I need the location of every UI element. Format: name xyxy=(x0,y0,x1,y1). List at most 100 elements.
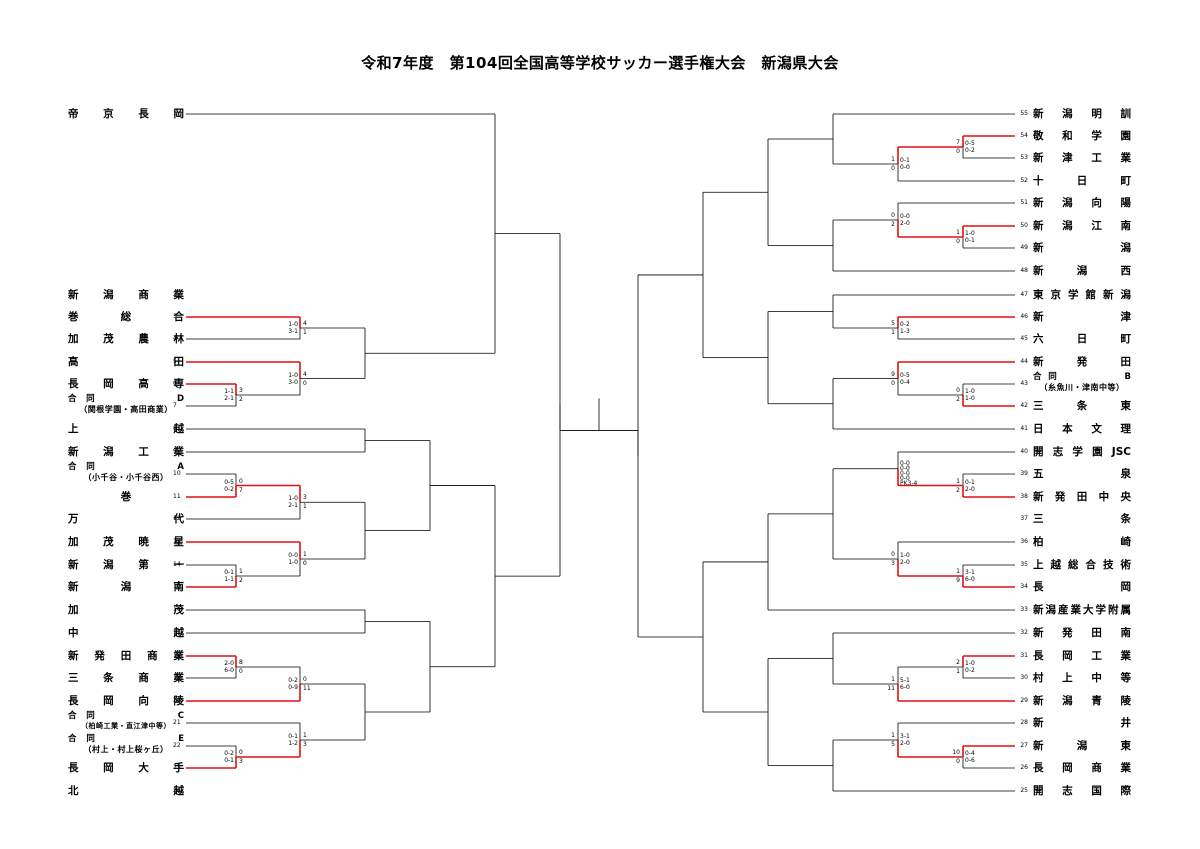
team-seed-number: 13 xyxy=(173,538,181,545)
match-score-total: 1 xyxy=(891,329,895,336)
team-name: 新津工業 xyxy=(1033,152,1131,164)
match-score-detail: 2-0 xyxy=(965,485,975,493)
team-seed-number: 47 xyxy=(1020,291,1028,298)
match-score-detail: 1-1 xyxy=(224,576,234,583)
match-score-total: 2 xyxy=(956,486,960,494)
team-seed-number: 1 xyxy=(173,110,177,117)
match-score-total: 1 xyxy=(303,329,307,336)
team-name: 高田 xyxy=(68,356,184,368)
team-name: 新潟青陵 xyxy=(1033,695,1131,707)
team-seed-number: 32 xyxy=(1020,629,1028,636)
team-seed-number: 9 xyxy=(173,448,177,455)
team-name: 上越総合技術 xyxy=(1033,559,1131,571)
team-seed-number: 53 xyxy=(1020,154,1028,161)
team-seed-number: 14 xyxy=(173,561,181,568)
team-name-members: （村上・村上桜ヶ丘） xyxy=(83,745,169,754)
match-score-total: 2 xyxy=(956,659,960,666)
team-seed-number: 17 xyxy=(173,629,181,636)
team-seed-number: 5 xyxy=(173,358,177,365)
match-score-detail: 0-2 xyxy=(224,750,234,757)
team-name: 合同 A（小千谷・小千谷西） xyxy=(68,462,184,484)
match-score-total: 0 xyxy=(303,560,307,567)
team-name: 長岡高専 xyxy=(68,378,184,390)
match-score-detail: 0-1 xyxy=(965,237,975,244)
match-score-detail: 3-1 xyxy=(965,569,975,576)
team-name: 十日町 xyxy=(1033,175,1131,187)
team-seed-number: 49 xyxy=(1020,244,1028,251)
team-name: 六日町 xyxy=(1033,333,1131,345)
team-seed-number: 40 xyxy=(1020,448,1028,455)
team-name: 加茂 xyxy=(68,604,184,616)
match-score-total: 0 xyxy=(956,758,960,765)
team-name: 新潟第一 xyxy=(68,559,184,571)
team-name: 新潟商業 xyxy=(68,289,184,301)
match-score-total: 0 xyxy=(303,379,307,387)
match-score-detail: 0-2 xyxy=(224,485,234,493)
team-seed-number: 3 xyxy=(173,313,177,320)
team-name: 新津 xyxy=(1033,311,1131,323)
team-name: 加茂農林 xyxy=(68,333,184,345)
team-name-members: （小千谷・小千谷西） xyxy=(83,473,169,482)
match-score-detail: 6-0 xyxy=(965,576,975,583)
team-seed-number: 28 xyxy=(1020,719,1028,726)
team-name: 開志国際 xyxy=(1033,785,1131,797)
team-name: 万代 xyxy=(68,513,184,525)
team-seed-number: 50 xyxy=(1020,222,1028,229)
team-name: 合同 C（柏崎工業・直江津中等） xyxy=(68,711,184,733)
team-name: 新井 xyxy=(1033,717,1131,729)
match-score-total: 4 xyxy=(303,320,307,327)
match-score-detail: PK3-4 xyxy=(900,479,918,487)
match-score-total: 0 xyxy=(891,165,895,172)
team-name: 新潟明訓 xyxy=(1033,108,1131,120)
match-score-detail: 0-2 xyxy=(965,147,975,154)
match-score-detail: 5-1 xyxy=(900,677,910,684)
match-score-total: 3 xyxy=(303,494,307,502)
team-seed-number: 15 xyxy=(173,583,181,590)
page-title: 令和7年度 第104回全国高等学校サッカー選手権大会 新潟県大会 xyxy=(361,54,839,72)
team-seed-number: 36 xyxy=(1020,538,1028,545)
match-score-total: 3 xyxy=(239,387,243,394)
team-seed-number: 24 xyxy=(173,787,181,794)
team-name: 三条商業 xyxy=(68,672,184,684)
team-seed-number: 19 xyxy=(173,674,181,681)
match-score-total: 1 xyxy=(303,503,307,511)
match-score-detail: 2-0 xyxy=(900,220,910,227)
team-name: 開志学園JSC xyxy=(1033,446,1131,458)
match-score-detail: 1-0 xyxy=(900,552,910,559)
team-seed-number: 27 xyxy=(1020,742,1028,749)
match-score-total: 0 xyxy=(891,379,895,387)
match-score-total: 1 xyxy=(956,668,960,675)
match-score-total: 2 xyxy=(239,396,243,403)
team-seed-number: 45 xyxy=(1020,335,1028,342)
team-seed-number: 43 xyxy=(1020,380,1028,387)
match-score-total: 0 xyxy=(956,387,960,394)
match-score-detail: 0-0 xyxy=(900,459,910,467)
team-name: 新潟南 xyxy=(68,581,184,593)
team-name: 合同 B（糸魚川・津南中等） xyxy=(1033,372,1131,394)
team-name: 新発田中央 xyxy=(1033,491,1131,503)
match-score-total: 2 xyxy=(239,577,243,584)
match-score-total: 11 xyxy=(887,685,895,692)
team-seed-number: 35 xyxy=(1020,561,1028,568)
match-score-detail: 6-0 xyxy=(900,684,910,691)
team-name: 新潟工業 xyxy=(68,446,184,458)
team-name: 北越 xyxy=(68,785,184,797)
team-name: 新潟 xyxy=(1033,242,1131,254)
match-score-detail: 1-0 xyxy=(288,321,298,328)
team-name: 加茂暁星 xyxy=(68,536,184,548)
match-score-total: 0 xyxy=(303,676,307,683)
match-score-detail: 0-0 xyxy=(900,469,910,477)
match-score-detail: 0-2 xyxy=(965,667,975,674)
team-name: 新発田 xyxy=(1033,356,1131,368)
match-score-detail: 0-0 xyxy=(900,213,910,220)
match-score-detail: 0-9 xyxy=(288,684,298,691)
team-seed-number: 10 xyxy=(173,470,181,477)
team-name: 新発田南 xyxy=(1033,627,1131,639)
team-seed-number: 33 xyxy=(1020,606,1028,613)
team-name: 柏崎 xyxy=(1033,536,1131,548)
match-score-total: 1 xyxy=(891,732,895,739)
match-score-detail: 1-1 xyxy=(224,388,234,395)
team-seed-number: 23 xyxy=(173,764,181,771)
team-seed-number: 2 xyxy=(173,291,177,298)
team-seed-number: 39 xyxy=(1020,470,1028,477)
